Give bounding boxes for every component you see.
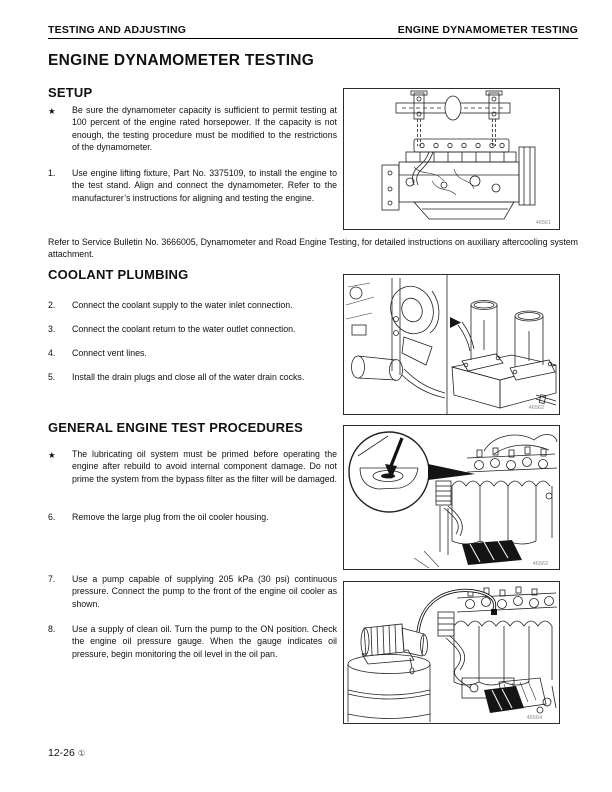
step-4-number: 4. xyxy=(48,348,56,358)
step-1-number: 1. xyxy=(48,168,56,178)
step-4: 4. Connect vent lines. xyxy=(48,347,337,359)
callout-arrow-icon xyxy=(385,464,397,479)
figure-engine-lifting: 46561 xyxy=(343,88,560,230)
page-title: ENGINE DYNAMOMETER TESTING xyxy=(48,52,315,69)
figure-water-connections: 46562 xyxy=(343,274,560,415)
step-2-number: 2. xyxy=(48,300,56,310)
step-1: 1. Use engine lifting fixture, Part No. … xyxy=(48,167,337,204)
setup-note-text: Be sure the dynamometer capacity is suff… xyxy=(72,105,337,152)
step-8-text: Use a supply of clean oil. Turn the pump… xyxy=(72,624,337,659)
figure-3-label: 46563 xyxy=(533,561,548,567)
figure-2-label: 46562 xyxy=(529,405,544,411)
pointer-arrow-icon xyxy=(450,317,461,328)
general-note: ★ The lubricating oil system must be pri… xyxy=(48,448,337,485)
step-3-text: Connect the coolant return to the water … xyxy=(72,324,296,334)
step-4-text: Connect vent lines. xyxy=(72,348,147,358)
step-7: 7. Use a pump capable of supplying 205 k… xyxy=(48,573,337,610)
page-number: 12-26 xyxy=(48,747,75,759)
figure-oil-cooler-plug: 46563 xyxy=(343,425,560,570)
running-header-left: TESTING AND ADJUSTING xyxy=(48,24,187,36)
step-5-number: 5. xyxy=(48,372,56,382)
step-3-number: 3. xyxy=(48,324,56,334)
general-note-text: The lubricating oil system must be prime… xyxy=(72,449,337,484)
bulletin-note-text: Refer to Service Bulletin No. 3666005, D… xyxy=(48,237,578,260)
step-8-number: 8. xyxy=(48,624,56,634)
step-2: 2. Connect the coolant supply to the wat… xyxy=(48,299,337,311)
running-header-right: ENGINE DYNAMOMETER TESTING xyxy=(397,24,578,36)
coolant-heading: COOLANT PLUMBING xyxy=(48,267,189,282)
figure-priming-pump: 46564 xyxy=(343,581,560,724)
step-1-text: Use engine lifting fixture, Part No. 337… xyxy=(72,168,337,203)
step-6-text: Remove the large plug from the oil coole… xyxy=(72,512,269,522)
setup-heading: SETUP xyxy=(48,85,93,100)
step-6-number: 6. xyxy=(48,512,56,522)
water-connections-drawing: 46562 xyxy=(345,275,557,414)
star-bullet-icon: ★ xyxy=(48,105,56,116)
figure-1-label: 46561 xyxy=(536,220,551,226)
star-bullet-icon: ★ xyxy=(48,449,56,460)
step-7-number: 7. xyxy=(48,574,56,584)
step-7-text: Use a pump capable of supplying 205 kPa … xyxy=(72,574,337,609)
bulletin-note: Refer to Service Bulletin No. 3666005, D… xyxy=(48,236,578,261)
step-2-text: Connect the coolant supply to the water … xyxy=(72,300,293,310)
step-6: 6. Remove the large plug from the oil co… xyxy=(48,511,337,523)
setup-note: ★ Be sure the dynamometer capacity is su… xyxy=(48,104,337,153)
engine-lifting-drawing: 46561 xyxy=(381,90,551,226)
figure-4-label: 46564 xyxy=(527,715,542,721)
oil-cooler-plug-drawing: 46563 xyxy=(348,431,558,569)
step-3: 3. Connect the coolant return to the wat… xyxy=(48,323,337,335)
step-8: 8. Use a supply of clean oil. Turn the p… xyxy=(48,623,337,660)
running-header: TESTING AND ADJUSTING ENGINE DYNAMOMETER… xyxy=(48,24,578,39)
step-5-text: Install the drain plugs and close all of… xyxy=(72,372,305,382)
general-heading: GENERAL ENGINE TEST PROCEDURES xyxy=(48,420,303,435)
footer-mark-icon: ① xyxy=(77,748,86,758)
priming-pump-drawing: 46564 xyxy=(347,586,558,722)
step-5: 5. Install the drain plugs and close all… xyxy=(48,371,337,383)
callout-wedge-icon xyxy=(428,464,475,480)
